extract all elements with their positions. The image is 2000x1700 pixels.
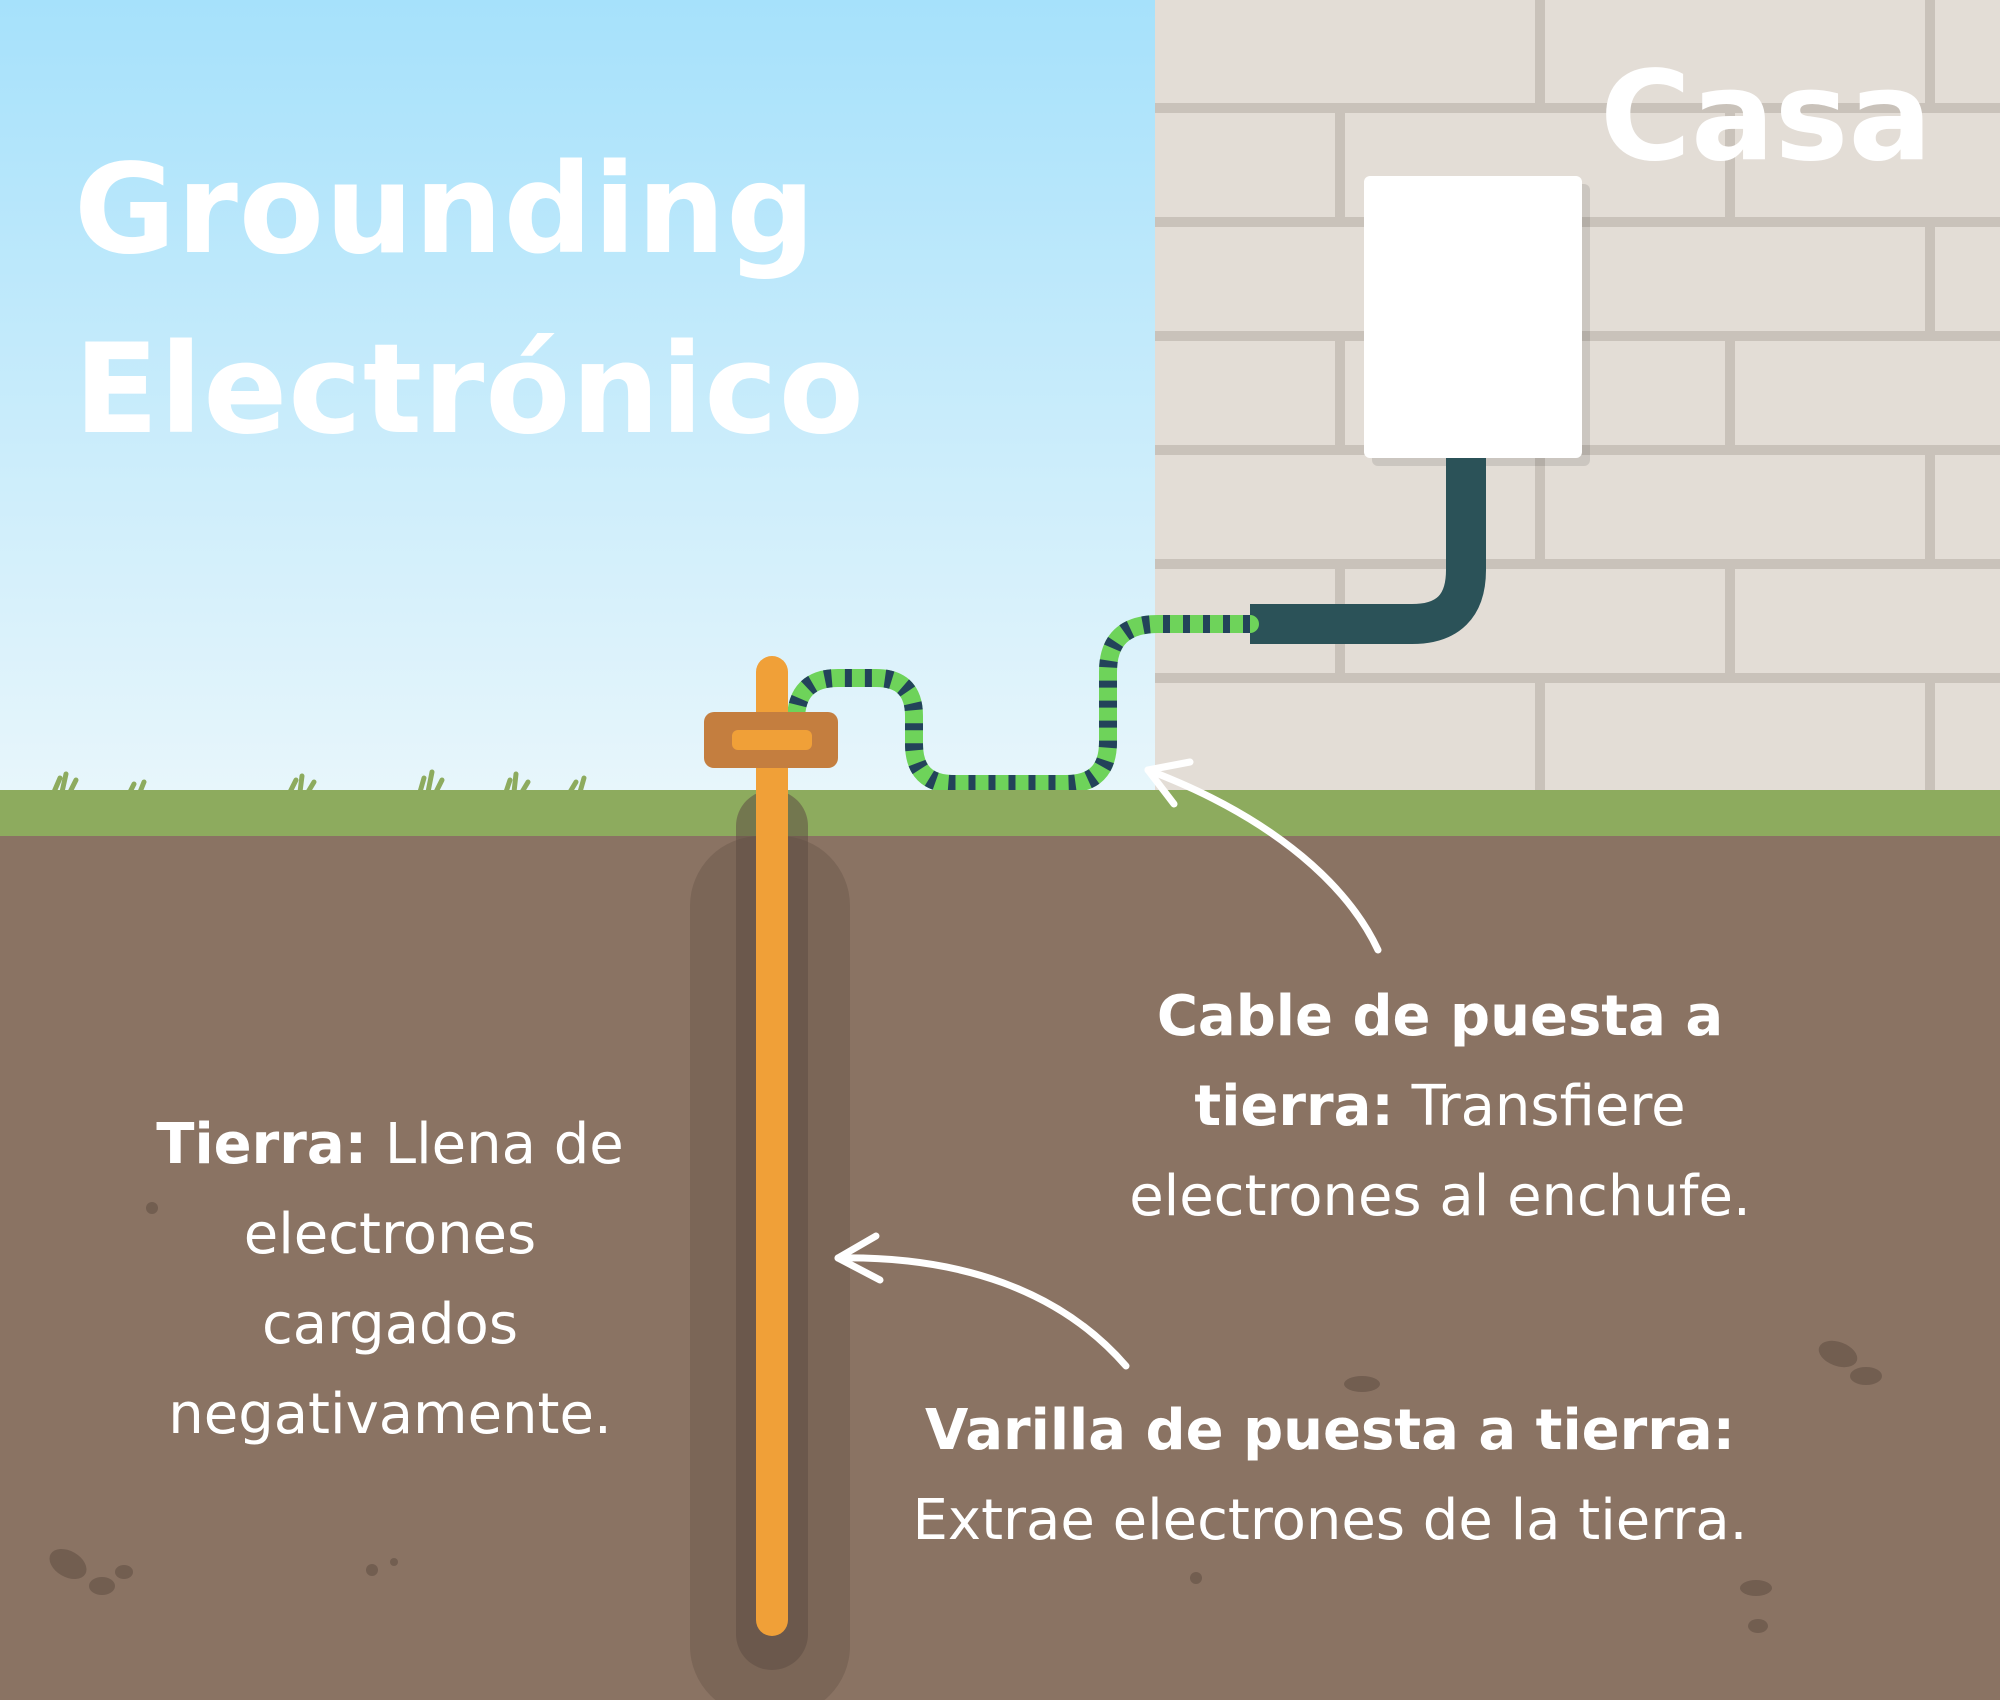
soil-pebbles [49,1202,1882,1633]
grounding-cable [787,615,1259,793]
title-line-2: Electrónico [74,318,865,462]
grounding-rod [704,656,838,1636]
rod-callout-term: Varilla de puesta a tierra: [924,1398,1736,1463]
cable-callout: Cable de puesta a tierra: Transfiere ele… [1080,972,1800,1242]
soil-callout-text: Llena de electrones cargados negativamen… [168,1112,624,1447]
conduit-pipe [1250,458,1486,644]
soil-callout-term: Tierra: [156,1112,368,1177]
rod-arrow [834,1232,1130,1370]
rod-callout: Varilla de puesta a tierra: Extrae elect… [860,1386,1800,1566]
soil-callout: Tierra: Llena de electrones cargados neg… [110,1100,670,1460]
rod-callout-text: Extrae electrones de la tierra. [912,1488,1748,1553]
cable-callout-term: Cable de puesta a tierra: [1156,984,1724,1139]
cable-arrow [1144,758,1382,954]
outlet-box [1364,176,1590,466]
grass [0,769,2000,836]
house-label: Casa [1600,45,1933,189]
soil [0,836,2000,1700]
cable-callout-text: Transfiere electrones al enchufe. [1129,1074,1751,1229]
title-line-1: Grounding [74,138,816,282]
diagram-title: Grounding Electrónico [74,120,865,480]
